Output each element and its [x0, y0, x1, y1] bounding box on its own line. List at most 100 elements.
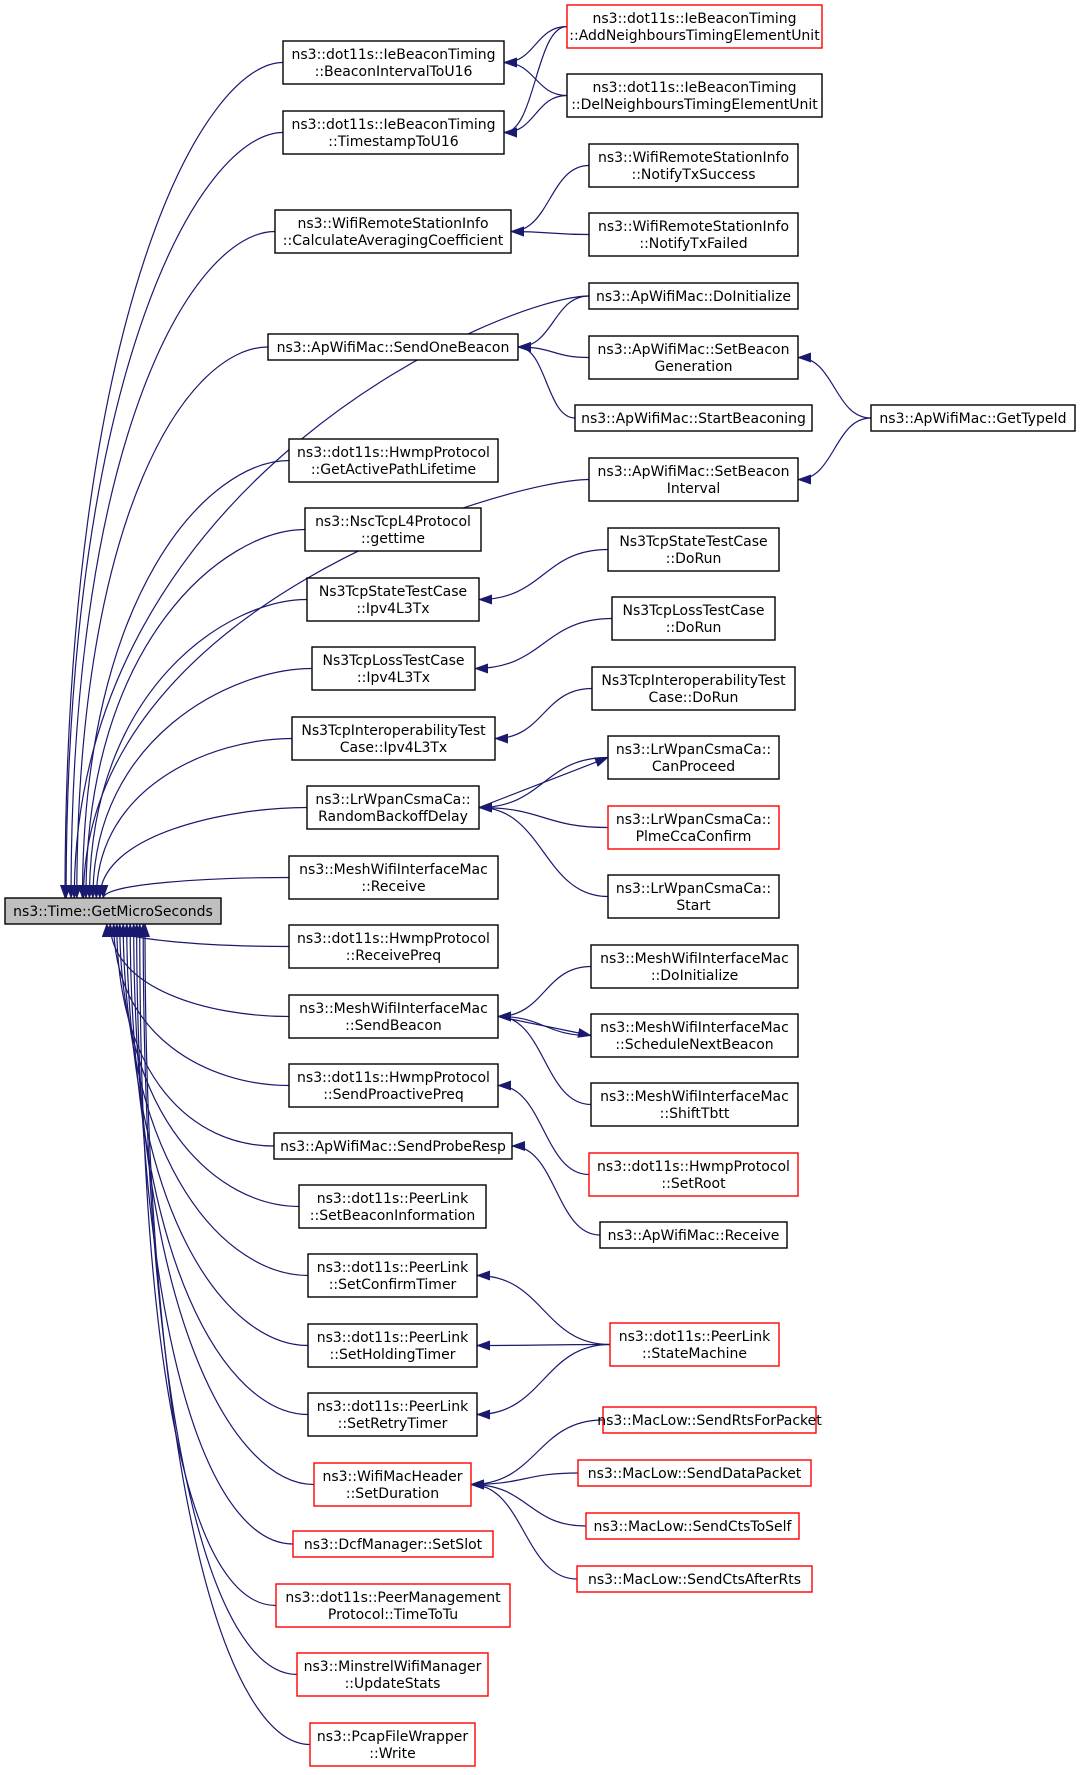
node-box [273, 1132, 513, 1160]
node-box [574, 404, 813, 432]
call-edge [61, 131, 284, 899]
function-node[interactable]: ns3::dot11s::PeerLink::SetHoldingTimer [307, 1323, 478, 1368]
node-box [306, 785, 480, 830]
node-label: ns3::WifiRemoteStationInfo [297, 216, 488, 232]
node-label: ns3::ApWifiMac::StartBeaconing [581, 411, 806, 427]
node-label: ::Ipv4L3Tx [356, 601, 429, 617]
function-node[interactable]: ns3::dot11s::IeBeaconTiming::TimestampTo… [282, 110, 505, 155]
function-node[interactable]: ns3::MinstrelWifiManager::UpdateStats [296, 1652, 489, 1697]
node-label: ns3::MacLow::SendCtsAfterRts [588, 1572, 801, 1588]
function-node[interactable]: ns3::dot11s::PeerLink::SetRetryTimer [307, 1392, 478, 1437]
call-edge [503, 25, 568, 68]
node-label: ::AddNeighboursTimingElementUnit [569, 28, 820, 44]
call-edge [497, 965, 592, 1022]
call-edge [78, 478, 590, 899]
call-edge [497, 1015, 592, 1038]
node-label: CanProceed [652, 759, 735, 775]
function-node[interactable]: Ns3TcpStateTestCase::Ipv4L3Tx [306, 577, 480, 622]
function-node[interactable]: ns3::LrWpanCsmaCa::CanProceed [607, 735, 780, 780]
call-edge [71, 346, 269, 899]
function-node[interactable]: Ns3TcpLossTestCase::Ipv4L3Tx [311, 646, 476, 691]
function-node[interactable]: ns3::dot11s::HwmpProtocol::SendProactive… [288, 1063, 499, 1108]
function-node[interactable]: ns3::dot11s::HwmpProtocol::GetActivePath… [288, 438, 499, 483]
function-node[interactable]: ns3::LrWpanCsmaCa::PlmeCcaConfirm [607, 805, 780, 850]
function-node[interactable]: ns3::dot11s::PeerManagementProtocol::Tim… [275, 1583, 511, 1628]
function-node[interactable]: ns3::dot11s::HwmpProtocol::SetRoot [588, 1152, 799, 1197]
node-label: ns3::dot11s::PeerLink [317, 1399, 469, 1415]
function-node[interactable]: ns3::MeshWifiInterfaceMac::Receive [288, 855, 499, 900]
function-node[interactable]: ns3::PcapFileWrapper::Write [309, 1722, 476, 1767]
function-node[interactable]: ns3::ApWifiMac::SendOneBeacon [267, 333, 519, 361]
node-box [291, 716, 496, 761]
node-label: ::Ipv4L3Tx [357, 670, 430, 686]
function-node[interactable]: ns3::DcfManager::SetSlot [292, 1530, 494, 1558]
node-label: ns3::LrWpanCsmaCa:: [315, 792, 470, 808]
function-node[interactable]: ns3::LrWpanCsmaCa::RandomBackoffDelay [306, 785, 480, 830]
node-label: ::SetConfirmTimer [329, 1277, 457, 1293]
call-edge [80, 528, 306, 899]
function-node[interactable]: ns3::MeshWifiInterfaceMac::SendBeacon [288, 994, 499, 1039]
function-node[interactable]: ns3::MacLow::SendCtsAfterRts [576, 1565, 813, 1593]
node-box [309, 1722, 476, 1767]
node-box [599, 1221, 788, 1249]
node-label: ns3::dot11s::IeBeaconTiming [593, 11, 797, 27]
node-label: ::GetActivePathLifetime [311, 462, 476, 478]
focus-function-node[interactable]: ns3::Time::GetMicroSeconds [4, 897, 222, 925]
function-node[interactable]: ns3::NscTcpL4Protocol::gettime [304, 507, 482, 552]
function-node[interactable]: ns3::WifiRemoteStationInfo::CalculateAve… [274, 209, 512, 254]
function-node[interactable]: ns3::MeshWifiInterfaceMac::ScheduleNextB… [590, 1013, 799, 1058]
function-node[interactable]: ns3::dot11s::PeerLink::SetConfirmTimer [307, 1253, 478, 1298]
function-node[interactable]: ns3::dot11s::IeBeaconTiming::AddNeighbou… [566, 4, 823, 49]
node-label: Ns3TcpStateTestCase [619, 534, 767, 550]
node-label: ::CalculateAveragingCoefficient [283, 233, 504, 249]
function-node[interactable]: ns3::dot11s::IeBeaconTiming::DelNeighbou… [566, 73, 823, 118]
function-node[interactable]: ns3::ApWifiMac::Receive [599, 1221, 788, 1249]
function-node[interactable]: ns3::MacLow::SendRtsForPacket [597, 1406, 822, 1434]
function-node[interactable]: ns3::WifiMacHeader::SetDuration [313, 1462, 472, 1507]
function-node[interactable]: ns3::dot11s::IeBeaconTiming::BeaconInter… [282, 40, 505, 85]
node-box [292, 1530, 494, 1558]
function-node[interactable]: ns3::ApWifiMac::SendProbeResp [273, 1132, 513, 1160]
function-node[interactable]: Ns3TcpStateTestCase::DoRun [607, 527, 780, 572]
call-edge [494, 687, 593, 744]
function-node[interactable]: ns3::ApWifiMac::GetTypeId [870, 404, 1076, 432]
function-node[interactable]: ns3::ApWifiMac::DoInitialize [588, 282, 799, 310]
call-edge [470, 1419, 604, 1490]
node-label: Protocol::TimeToTu [328, 1607, 458, 1623]
node-box [588, 457, 799, 502]
node-box [288, 438, 499, 483]
call-edge [497, 1080, 590, 1176]
node-label: ::SetBeaconInformation [310, 1208, 475, 1224]
function-node[interactable]: Ns3TcpLossTestCase::DoRun [611, 596, 776, 641]
function-node[interactable]: ns3::ApWifiMac::StartBeaconing [574, 404, 813, 432]
node-label: ::SetHoldingTimer [330, 1347, 456, 1363]
function-node[interactable]: ns3::WifiRemoteStationInfo::NotifyTxFail… [588, 212, 799, 257]
function-node[interactable]: ns3::MacLow::SendCtsToSelf [585, 1512, 800, 1540]
function-node[interactable]: ns3::MacLow::SendDataPacket [577, 1459, 812, 1487]
call-edge [510, 226, 590, 237]
node-box [602, 1406, 817, 1434]
function-node[interactable]: ns3::dot11s::HwmpProtocol::ReceivePreq [288, 924, 499, 969]
function-node[interactable]: ns3::dot11s::PeerLink::StateMachine [609, 1322, 780, 1367]
node-box [282, 40, 505, 85]
function-node[interactable]: ns3::LrWpanCsmaCa::Start [607, 874, 780, 919]
function-node[interactable]: ns3::dot11s::PeerLink::SetBeaconInformat… [298, 1184, 487, 1229]
node-box [870, 404, 1076, 432]
call-edge [470, 1479, 578, 1580]
call-edge [478, 802, 609, 898]
node-label: ::Receive [361, 879, 425, 895]
function-node[interactable]: ns3::MeshWifiInterfaceMac::ShiftTbtt [590, 1082, 799, 1127]
node-label: ns3::PcapFileWrapper [317, 1729, 468, 1745]
node-box [566, 4, 823, 49]
edge-layer [60, 25, 872, 1746]
function-node[interactable]: ns3::WifiRemoteStationInfo::NotifyTxSucc… [588, 143, 799, 188]
node-label: ::ScheduleNextBeacon [615, 1037, 773, 1053]
node-box [313, 1462, 472, 1507]
call-edge [91, 737, 293, 899]
node-label: ::SetRetryTimer [338, 1416, 448, 1432]
function-node[interactable]: ns3::MeshWifiInterfaceMac::DoInitialize [590, 944, 799, 989]
